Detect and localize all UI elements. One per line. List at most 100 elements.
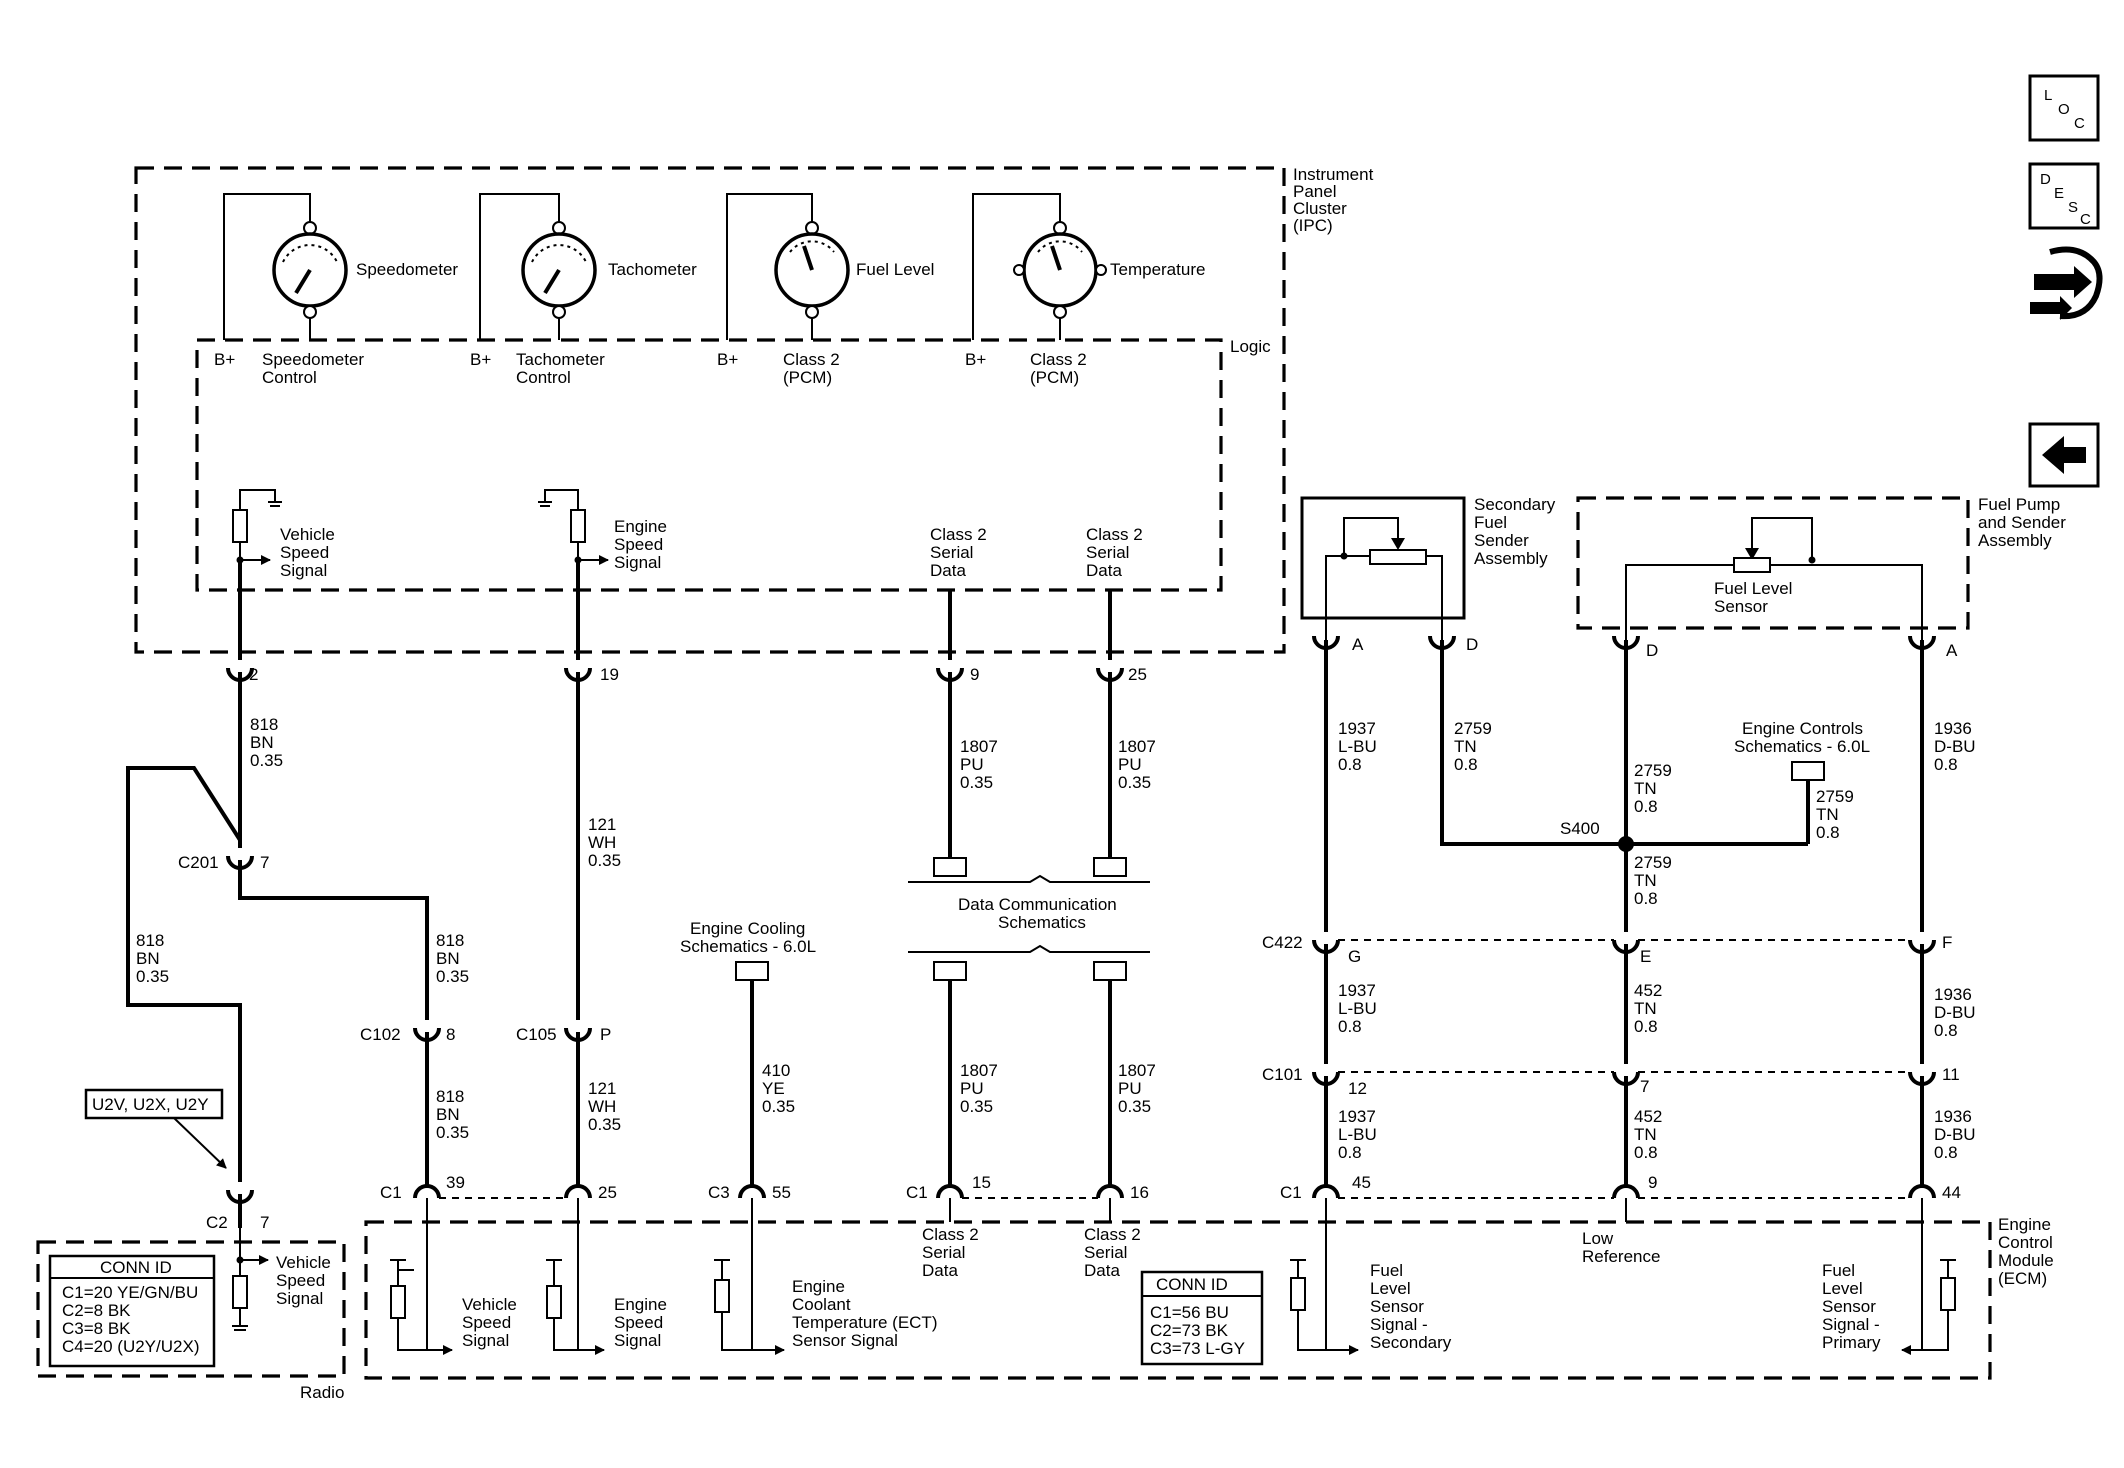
ipc-pin-25: 25 bbox=[1128, 665, 1147, 684]
ecm-low-ref-1: Low bbox=[1582, 1229, 1614, 1248]
ecm-title-2: Control bbox=[1998, 1233, 2053, 1252]
w1807c-2: PU bbox=[960, 1079, 984, 1098]
ipc-serial-b-2: Serial bbox=[1086, 543, 1129, 562]
speedometer-label: Speedometer bbox=[356, 260, 458, 279]
radio-module bbox=[36, 1228, 346, 1378]
w410-1: 410 bbox=[762, 1061, 790, 1080]
ecm-serial-b-1: Class 2 bbox=[1084, 1225, 1141, 1244]
ipc-ess-1: Engine bbox=[614, 517, 667, 536]
back-arrow-button[interactable] bbox=[2028, 422, 2100, 488]
ecm-fuel-sec-1: Fuel bbox=[1370, 1261, 1403, 1280]
bplus-label-1: B+ bbox=[214, 350, 235, 369]
w1936a-2: D-BU bbox=[1934, 737, 1976, 756]
ipc-title-4: (IPC) bbox=[1293, 216, 1333, 235]
data-comm-ref-1[interactable]: Data Communication bbox=[958, 895, 1117, 914]
secondary-sender-title-4: Assembly bbox=[1474, 549, 1548, 568]
ipc-control-4a: Class 2 bbox=[1030, 350, 1087, 369]
w1807c-1: 1807 bbox=[960, 1061, 998, 1080]
ipc-title-3: Cluster bbox=[1293, 199, 1347, 218]
desc-letter-d: D bbox=[2040, 171, 2051, 188]
ecm-vss-2: Speed bbox=[462, 1313, 511, 1332]
radio-vss-1: Vehicle bbox=[276, 1253, 331, 1272]
w121b-2: WH bbox=[588, 1097, 616, 1116]
c2-label: C2 bbox=[206, 1213, 228, 1232]
engine-cooling-ref-1[interactable]: Engine Cooling bbox=[690, 919, 805, 938]
tachometer-label: Tachometer bbox=[608, 260, 697, 279]
w1807b-3: 0.35 bbox=[1118, 773, 1151, 792]
ecm-serial-a-2: Serial bbox=[922, 1243, 965, 1262]
wire-818-vss bbox=[126, 560, 441, 1228]
bplus-label-4: B+ bbox=[965, 350, 986, 369]
c422-label: C422 bbox=[1262, 933, 1303, 952]
ipc-logic-label: Logic bbox=[1230, 337, 1271, 356]
w2759d-1: 2759 bbox=[1634, 853, 1672, 872]
option-tag-label: U2V, U2X, U2Y bbox=[92, 1095, 209, 1114]
ecm-c1-pin-16: 16 bbox=[1130, 1183, 1149, 1202]
w2759a-2: TN bbox=[1454, 737, 1477, 756]
ecm-fuel-pri-2: Level bbox=[1822, 1279, 1863, 1298]
loc-button[interactable]: L O C bbox=[2028, 74, 2100, 142]
w1937a-2: L-BU bbox=[1338, 737, 1377, 756]
temperature-gauge: Temperature bbox=[972, 193, 1205, 340]
ecm-low-ref-2: Reference bbox=[1582, 1247, 1660, 1266]
w1937a-3: 0.8 bbox=[1338, 755, 1362, 774]
ipc-title-2: Panel bbox=[1293, 182, 1336, 201]
fuel-pump-title-3: Assembly bbox=[1978, 531, 2052, 550]
ecm-fuel-sec-5: Secondary bbox=[1370, 1333, 1452, 1352]
w1937c-3: 0.8 bbox=[1338, 1143, 1362, 1162]
secondary-pin-a: A bbox=[1352, 635, 1364, 654]
engine-controls-ref-1[interactable]: Engine Controls bbox=[1742, 719, 1863, 738]
data-comm-ref-2[interactable]: Schematics bbox=[998, 913, 1086, 932]
w121a-3: 0.35 bbox=[588, 851, 621, 870]
engine-controls-ref-2[interactable]: Schematics - 6.0L bbox=[1734, 737, 1870, 756]
ecm-c1-pin-39: 39 bbox=[446, 1173, 465, 1192]
w818b-3: 0.35 bbox=[136, 967, 169, 986]
secondary-sender-title-2: Fuel bbox=[1474, 513, 1507, 532]
w410-2: YE bbox=[762, 1079, 785, 1098]
ecm-vss-1: Vehicle bbox=[462, 1295, 517, 1314]
ipc-serial-b-3: Data bbox=[1086, 561, 1122, 580]
w1937b-2: L-BU bbox=[1338, 999, 1377, 1018]
secondary-pin-d: D bbox=[1466, 635, 1478, 654]
ipc-control-2a: Tachometer bbox=[516, 350, 605, 369]
ipc-serial-b-1: Class 2 bbox=[1086, 525, 1143, 544]
fuel-level-label: Fuel Level bbox=[856, 260, 934, 279]
w818a-3: 0.35 bbox=[250, 751, 283, 770]
c422-pin-e: E bbox=[1640, 947, 1651, 966]
w1937b-3: 0.8 bbox=[1338, 1017, 1362, 1036]
c102-label: C102 bbox=[360, 1025, 401, 1044]
w1807d-3: 0.35 bbox=[1118, 1097, 1151, 1116]
w452a-1: 452 bbox=[1634, 981, 1662, 1000]
ecm-conn-row-1: C1=56 BU bbox=[1150, 1303, 1229, 1322]
loc-letter-o: O bbox=[2058, 101, 2070, 118]
w1807b-2: PU bbox=[1118, 755, 1142, 774]
w452a-2: TN bbox=[1634, 999, 1657, 1018]
w1936a-3: 0.8 bbox=[1934, 755, 1958, 774]
c102-pin: 8 bbox=[446, 1025, 455, 1044]
diagnostic-tool-icon[interactable] bbox=[2030, 246, 2103, 320]
c422-pin-g: G bbox=[1348, 947, 1361, 966]
w818b-2: BN bbox=[136, 949, 160, 968]
desc-button[interactable]: D E S C bbox=[2028, 162, 2100, 230]
loc-letter-c: C bbox=[2074, 115, 2085, 132]
c201-label: C201 bbox=[178, 853, 219, 872]
w2759b-1: 2759 bbox=[1634, 761, 1672, 780]
fuel-level-sensor-2: Sensor bbox=[1714, 597, 1768, 616]
ecm-conn-row-2: C2=73 BK bbox=[1150, 1321, 1229, 1340]
w1936a-1: 1936 bbox=[1934, 719, 1972, 738]
w2759b-2: TN bbox=[1634, 779, 1657, 798]
ecm-fuel-pri-3: Sensor bbox=[1822, 1297, 1876, 1316]
engine-cooling-ref-2[interactable]: Schematics - 6.0L bbox=[680, 937, 816, 956]
ipc-vss-1: Vehicle bbox=[280, 525, 335, 544]
ecm-ess-1: Engine bbox=[614, 1295, 667, 1314]
w2759c-2: TN bbox=[1816, 805, 1839, 824]
tachometer-gauge: Tachometer bbox=[479, 193, 697, 340]
ecm-c1-pin-25: 25 bbox=[598, 1183, 617, 1202]
ecm-fuel-sec-3: Sensor bbox=[1370, 1297, 1424, 1316]
radio-conn-row-1: C1=20 YE/GN/BU bbox=[62, 1283, 198, 1302]
fuel-level-gauge: Fuel Level bbox=[726, 193, 934, 340]
ipc-control-2b: Control bbox=[516, 368, 571, 387]
fuel-sender-wires bbox=[1312, 635, 1936, 1185]
ecm-c1-pin-15: 15 bbox=[972, 1173, 991, 1192]
w121a-1: 121 bbox=[588, 815, 616, 834]
